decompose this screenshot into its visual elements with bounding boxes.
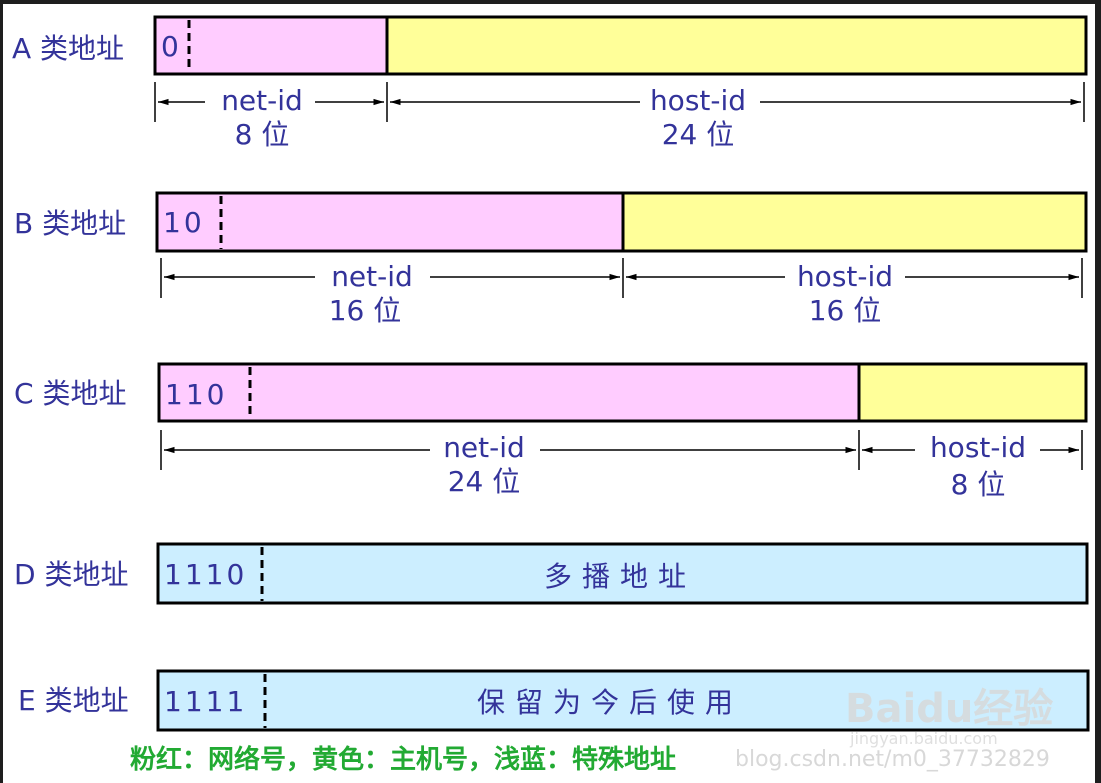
class-a-row: A 类地址 0 net-id 8 位 host-id 24 位 [12,15,1088,151]
class-e-field [156,669,1090,732]
class-e-text: 保留为今后使用 [477,686,743,719]
class-d-field [156,542,1089,605]
class-a-net-field [155,17,387,74]
class-a-net-bits: 8 位 [235,118,290,151]
class-c-prefix: 110 [165,378,227,411]
class-a-prefix: 0 [161,30,182,63]
class-c-net-bits: 24 位 [448,465,521,498]
class-c-host-label: host-id [930,431,1026,464]
class-c-row: C 类地址 110 net-id 24 位 host-id 8 位 [14,362,1088,501]
baidu-watermark: Baidu经验 [845,686,1053,732]
class-b-label: B 类地址 [14,207,126,240]
class-b-net-field [157,193,623,251]
class-c-net-field [159,364,859,421]
class-c-label: C 类地址 [14,377,126,410]
class-b-prefix: 10 [163,206,205,239]
class-c-net-label: net-id [443,431,525,464]
class-a-host-label: host-id [650,84,746,117]
jingyan-watermark: jingyan.baidu.com [849,729,998,748]
class-a-host-bits: 24 位 [662,118,735,151]
class-a-label: A 类地址 [12,32,124,65]
class-c-host-bits: 8 位 [951,468,1006,501]
class-b-host-field [623,193,1086,251]
ip-address-classes-diagram: A 类地址 0 net-id 8 位 host-id 24 位 B 类地址 10… [3,4,1095,783]
class-d-text: 多播地址 [544,560,696,593]
class-d-row: D 类地址 1110 多播地址 [14,542,1089,605]
class-d-prefix: 1110 [164,558,247,591]
class-c-host-field [859,364,1086,421]
class-e-prefix: 1111 [164,685,247,718]
class-d-label: D 类地址 [14,558,128,591]
class-e-label: E 类地址 [18,684,129,717]
class-b-host-label: host-id [797,260,893,293]
diagram-svg: A 类地址 0 net-id 8 位 host-id 24 位 B 类地址 10… [12,15,1090,775]
class-b-net-label: net-id [331,260,413,293]
class-a-host-field [387,17,1086,74]
class-e-row: E 类地址 1111 保留为今后使用 [18,669,1090,732]
class-b-row: B 类地址 10 net-id 16 位 host-id 16 位 [14,191,1088,327]
class-a-net-label: net-id [221,84,303,117]
class-b-net-bits: 16 位 [329,294,402,327]
csdn-watermark: blog.csdn.net/m0_37732829 [735,747,1050,772]
color-legend: 粉红：网络号，黄色：主机号，浅蓝：特殊地址 [130,744,676,775]
class-b-host-bits: 16 位 [809,294,882,327]
